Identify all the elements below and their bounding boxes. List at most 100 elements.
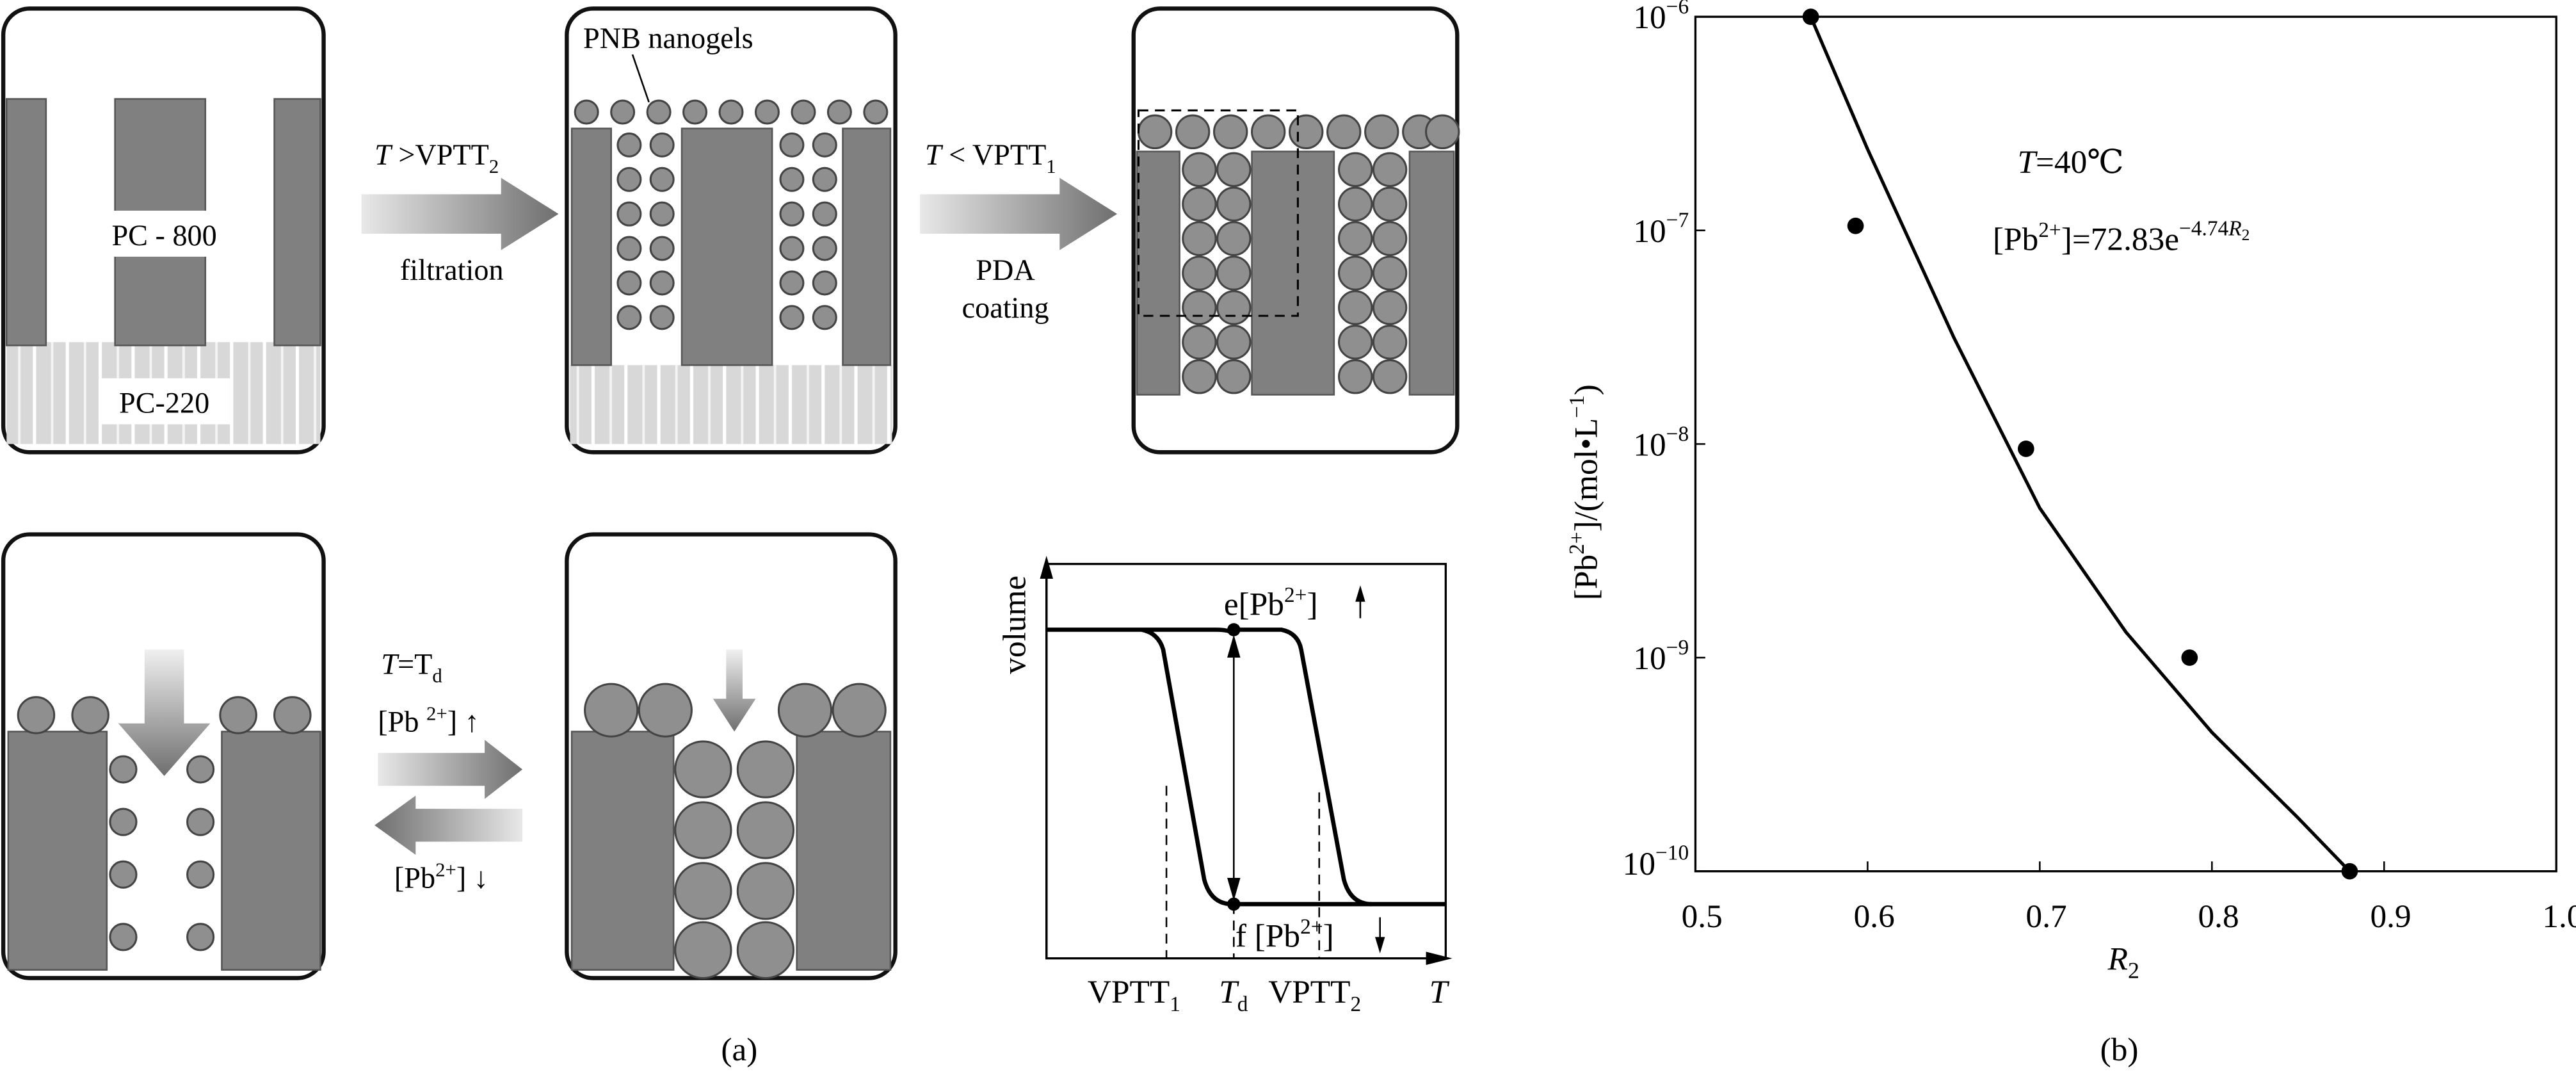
nanogel-particle	[1372, 152, 1408, 188]
nanogel-particle	[186, 860, 215, 889]
x-tick-label: 0.5	[1682, 898, 1723, 935]
nanogel-particle	[1364, 114, 1399, 150]
nanogel-particle	[812, 166, 837, 192]
nanogel-particle	[674, 740, 732, 798]
nanogel-particle	[1326, 114, 1362, 150]
svg-text:[Pb2+] ↓: [Pb2+] ↓	[394, 859, 488, 894]
nanogel-particle	[777, 683, 833, 738]
nanogel-particle	[754, 99, 780, 125]
nanogel-particle	[1338, 325, 1373, 360]
nanogel-particle	[736, 921, 795, 980]
nanogel-particle	[812, 270, 837, 296]
nanogel-particle	[1212, 114, 1248, 150]
x-tick-label: 0.8	[2198, 898, 2239, 935]
nanogel-particle	[682, 99, 708, 125]
y-tick-label: 10−9	[1633, 636, 1689, 677]
nanogel-particle	[791, 99, 816, 125]
nanogel-particle	[832, 683, 887, 738]
nanogel-particle	[1182, 152, 1217, 188]
nanogel-particle	[1372, 186, 1408, 222]
nanogel-particle	[584, 683, 639, 738]
fit-curve	[1809, 16, 2351, 873]
pb-swing-arrows: T=Td [Pb 2+] ↑ [Pb2+] ↓	[374, 648, 523, 894]
nanogel-particle	[1182, 290, 1217, 325]
data-point	[1802, 8, 1819, 26]
caption-a: (a)	[721, 1032, 757, 1068]
x-axis-label: R2	[2107, 941, 2139, 984]
nanogel-particle	[812, 201, 837, 227]
y-tick-label: 10−8	[1633, 422, 1689, 463]
y-tick-label: 10−6	[1633, 0, 1689, 36]
nanogel-particle	[71, 696, 109, 734]
y-tick-label: 10−7	[1633, 209, 1689, 250]
nanogel-particle	[610, 99, 636, 125]
nanogel-particle	[863, 99, 889, 125]
nanogel-particle	[736, 740, 795, 798]
nanogel-particle	[1372, 290, 1408, 325]
nanogel-particle	[1372, 221, 1408, 256]
svg-text:PDA: PDA	[976, 254, 1035, 286]
nanogel-particle	[186, 755, 215, 784]
filtration-arrow: T >VPTT2 filtration	[361, 138, 559, 286]
nanogel-particle	[1338, 359, 1373, 394]
pnb-nanogels-label: PNB nanogels	[583, 22, 753, 54]
nanogel-particle	[186, 923, 215, 951]
svg-text:T: T	[1429, 974, 1450, 1010]
nanogel-particle	[638, 683, 693, 738]
nanogel-particle	[779, 132, 805, 158]
y-axis-label: [Pb2+]/(mol•L−1)	[1565, 384, 1605, 600]
nanogel-particle	[1216, 221, 1252, 256]
nanogel-particle	[1216, 255, 1252, 291]
nanogel-particle	[616, 201, 642, 227]
nanogel-particle	[649, 305, 675, 330]
nanogel-particle	[1216, 359, 1252, 394]
nanogel-particle	[736, 801, 795, 859]
nanogel-particle	[812, 236, 837, 261]
plot-frame	[1694, 15, 2557, 873]
nanogel-particle	[674, 862, 732, 920]
svg-text:coating: coating	[962, 291, 1049, 324]
data-point	[2181, 649, 2198, 666]
nanogel-particle	[646, 99, 672, 125]
nanogel-particle	[1182, 255, 1217, 291]
tick-vptt2: VPTT2	[1268, 974, 1361, 1016]
svg-text:[Pb 2+] ↑: [Pb 2+] ↑	[378, 703, 479, 738]
pc220-label: PC-220	[119, 387, 209, 419]
x-tick-label: 0.7	[2026, 898, 2067, 935]
nanogel-particle	[1372, 359, 1408, 394]
nanogel-particle	[1338, 152, 1373, 188]
x-tick-label: 0.9	[2370, 898, 2411, 935]
nanogel-particle	[1372, 325, 1408, 360]
svg-text:T >VPTT2: T >VPTT2	[374, 138, 499, 177]
nanogel-particle	[1182, 221, 1217, 256]
nanogel-particle	[1175, 114, 1211, 150]
svg-text:T=40℃: T=40℃	[2017, 144, 2123, 181]
nanogel-particle	[17, 696, 56, 734]
data-point	[2018, 441, 2034, 457]
nanogel-particle	[812, 305, 837, 330]
tick-vptt1: VPTT1	[1088, 974, 1180, 1016]
nanogel-particle	[186, 807, 215, 836]
nanogel-particle	[273, 696, 312, 734]
volume-vs-temperature-inset: volume e[Pb2+] f [Pb2+] VPTT1 Td VPTT2 T	[996, 555, 1453, 1016]
nanogel-particle	[1289, 114, 1324, 150]
open-gate-box	[1, 532, 326, 980]
svg-text:e[Pb2+]: e[Pb2+]	[1224, 583, 1318, 623]
nanogel-particle	[109, 923, 138, 951]
nanogel-particle	[649, 132, 675, 158]
svg-text:volume: volume	[996, 576, 1033, 674]
caption-b: (b)	[2100, 1032, 2139, 1068]
nanogel-particle	[109, 807, 138, 836]
nanogel-particle	[616, 166, 642, 192]
tick-td: Td	[1219, 974, 1248, 1016]
nanogel-particle	[1338, 290, 1373, 325]
nanogel-particle	[649, 201, 675, 227]
nanogel-particle	[826, 99, 852, 125]
svg-text:f [Pb2+]: f [Pb2+]	[1236, 915, 1334, 955]
nanogel-particle	[649, 236, 675, 261]
nanogel-particle	[1216, 325, 1252, 360]
x-tick-label: 1.0	[2542, 898, 2576, 935]
flow-down-small-arrow-icon	[712, 649, 756, 732]
chart-b: 0.50.60.70.80.91.010−1010−910−810−710−6 …	[1565, 0, 2576, 1068]
nanogel-particle	[1216, 186, 1252, 222]
